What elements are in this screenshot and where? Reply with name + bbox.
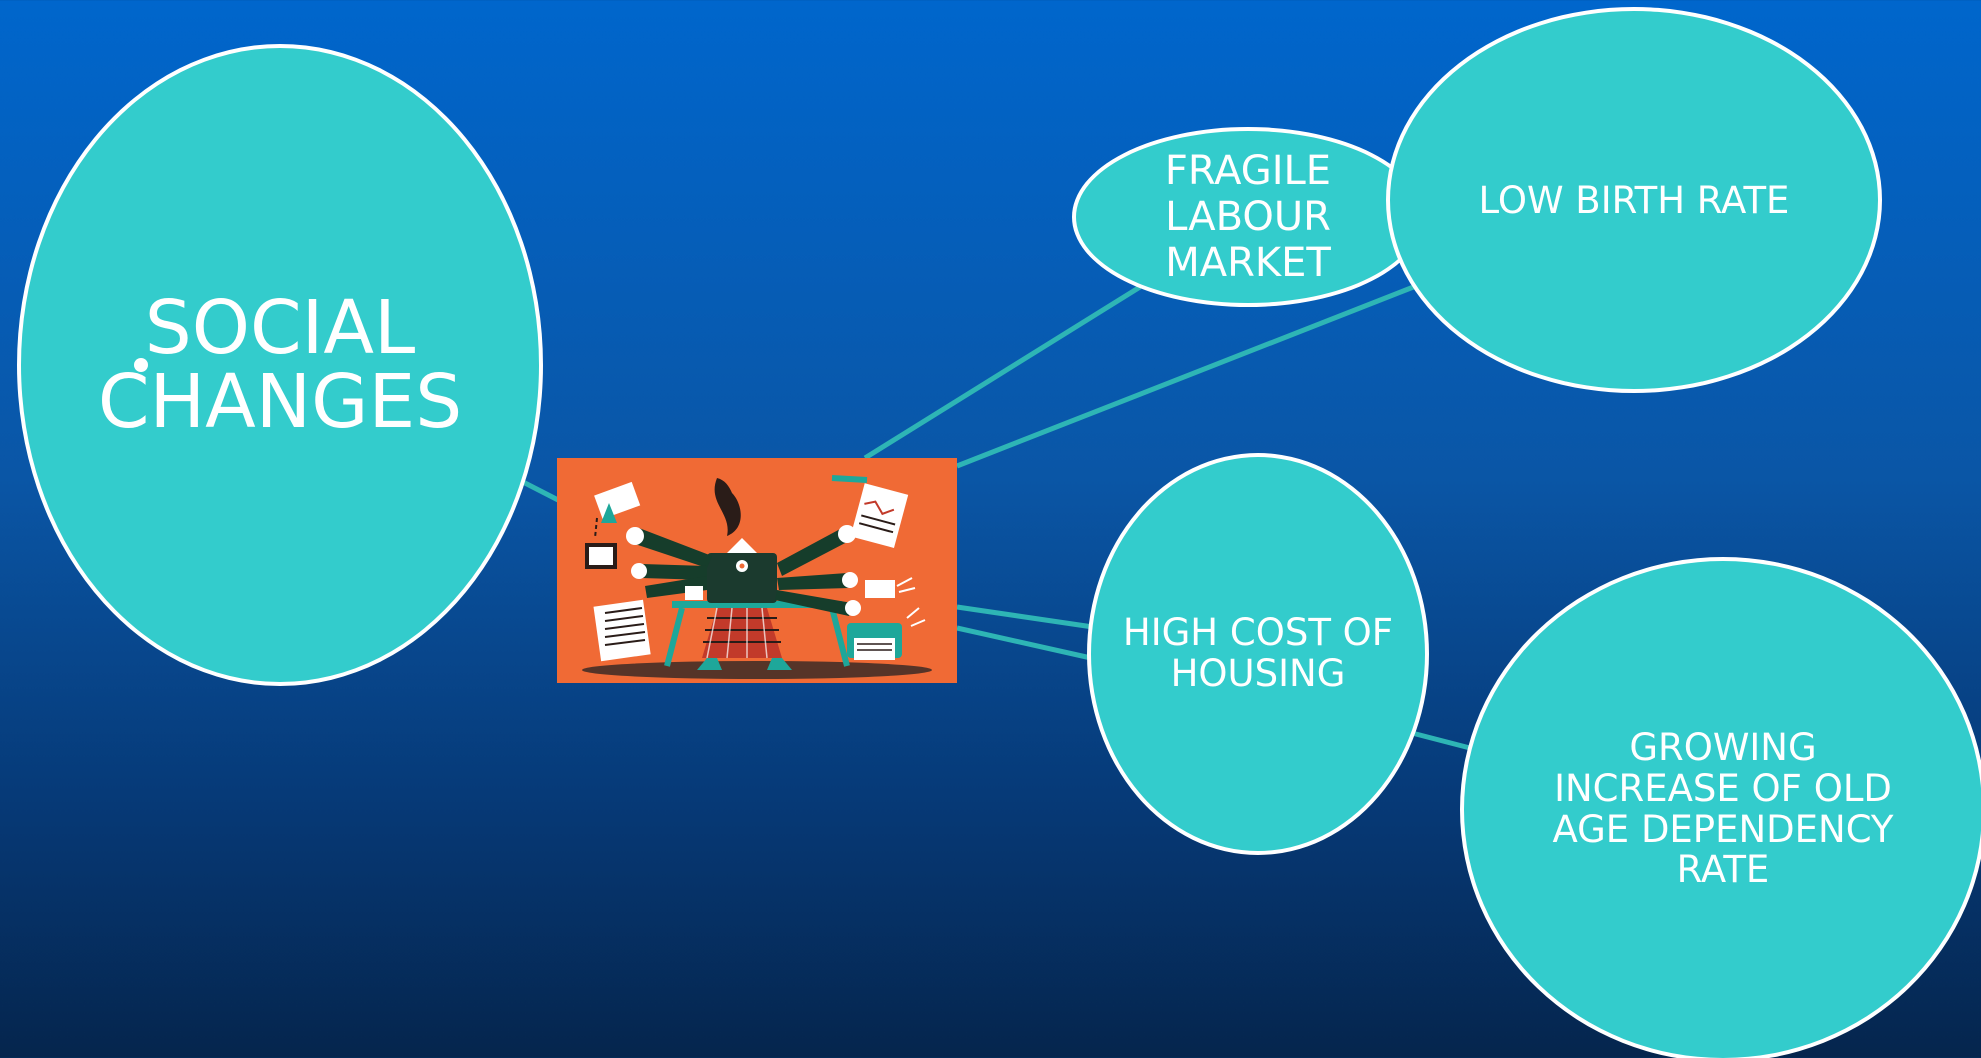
node-label-fragile-labour-market: FRAGILE LABOUR MARKET [1164,148,1332,286]
node-label-low-birth-rate: LOW BIRTH RATE [1478,178,1790,222]
node-label-old-age-dependency: GROWING INCREASE OF OLD AGE DEPENDENCY R… [1552,726,1894,892]
bullet-dot-icon [134,358,148,372]
node-fragile-labour-market: FRAGILE LABOUR MARKET [1072,127,1424,307]
connector-growing [1411,730,1471,751]
multitasking-worker-illustration-icon [557,458,957,683]
connector-fragile [863,284,1142,461]
connector-lowbirth [956,283,1417,469]
connector-housing-lower [956,625,1092,661]
node-label-high-cost-of-housing: HIGH COST OF HOUSING [1122,611,1394,695]
node-old-age-dependency: GROWING INCREASE OF OLD AGE DEPENDENCY R… [1460,557,1981,1058]
node-high-cost-of-housing: HIGH COST OF HOUSING [1087,453,1429,855]
node-label-social-changes: SOCIAL CHANGES [97,285,463,445]
connector-housing-upper [956,604,1094,630]
connector-social [521,479,564,505]
node-low-birth-rate: LOW BIRTH RATE [1386,7,1882,393]
node-social-changes: SOCIAL CHANGES [17,44,543,686]
